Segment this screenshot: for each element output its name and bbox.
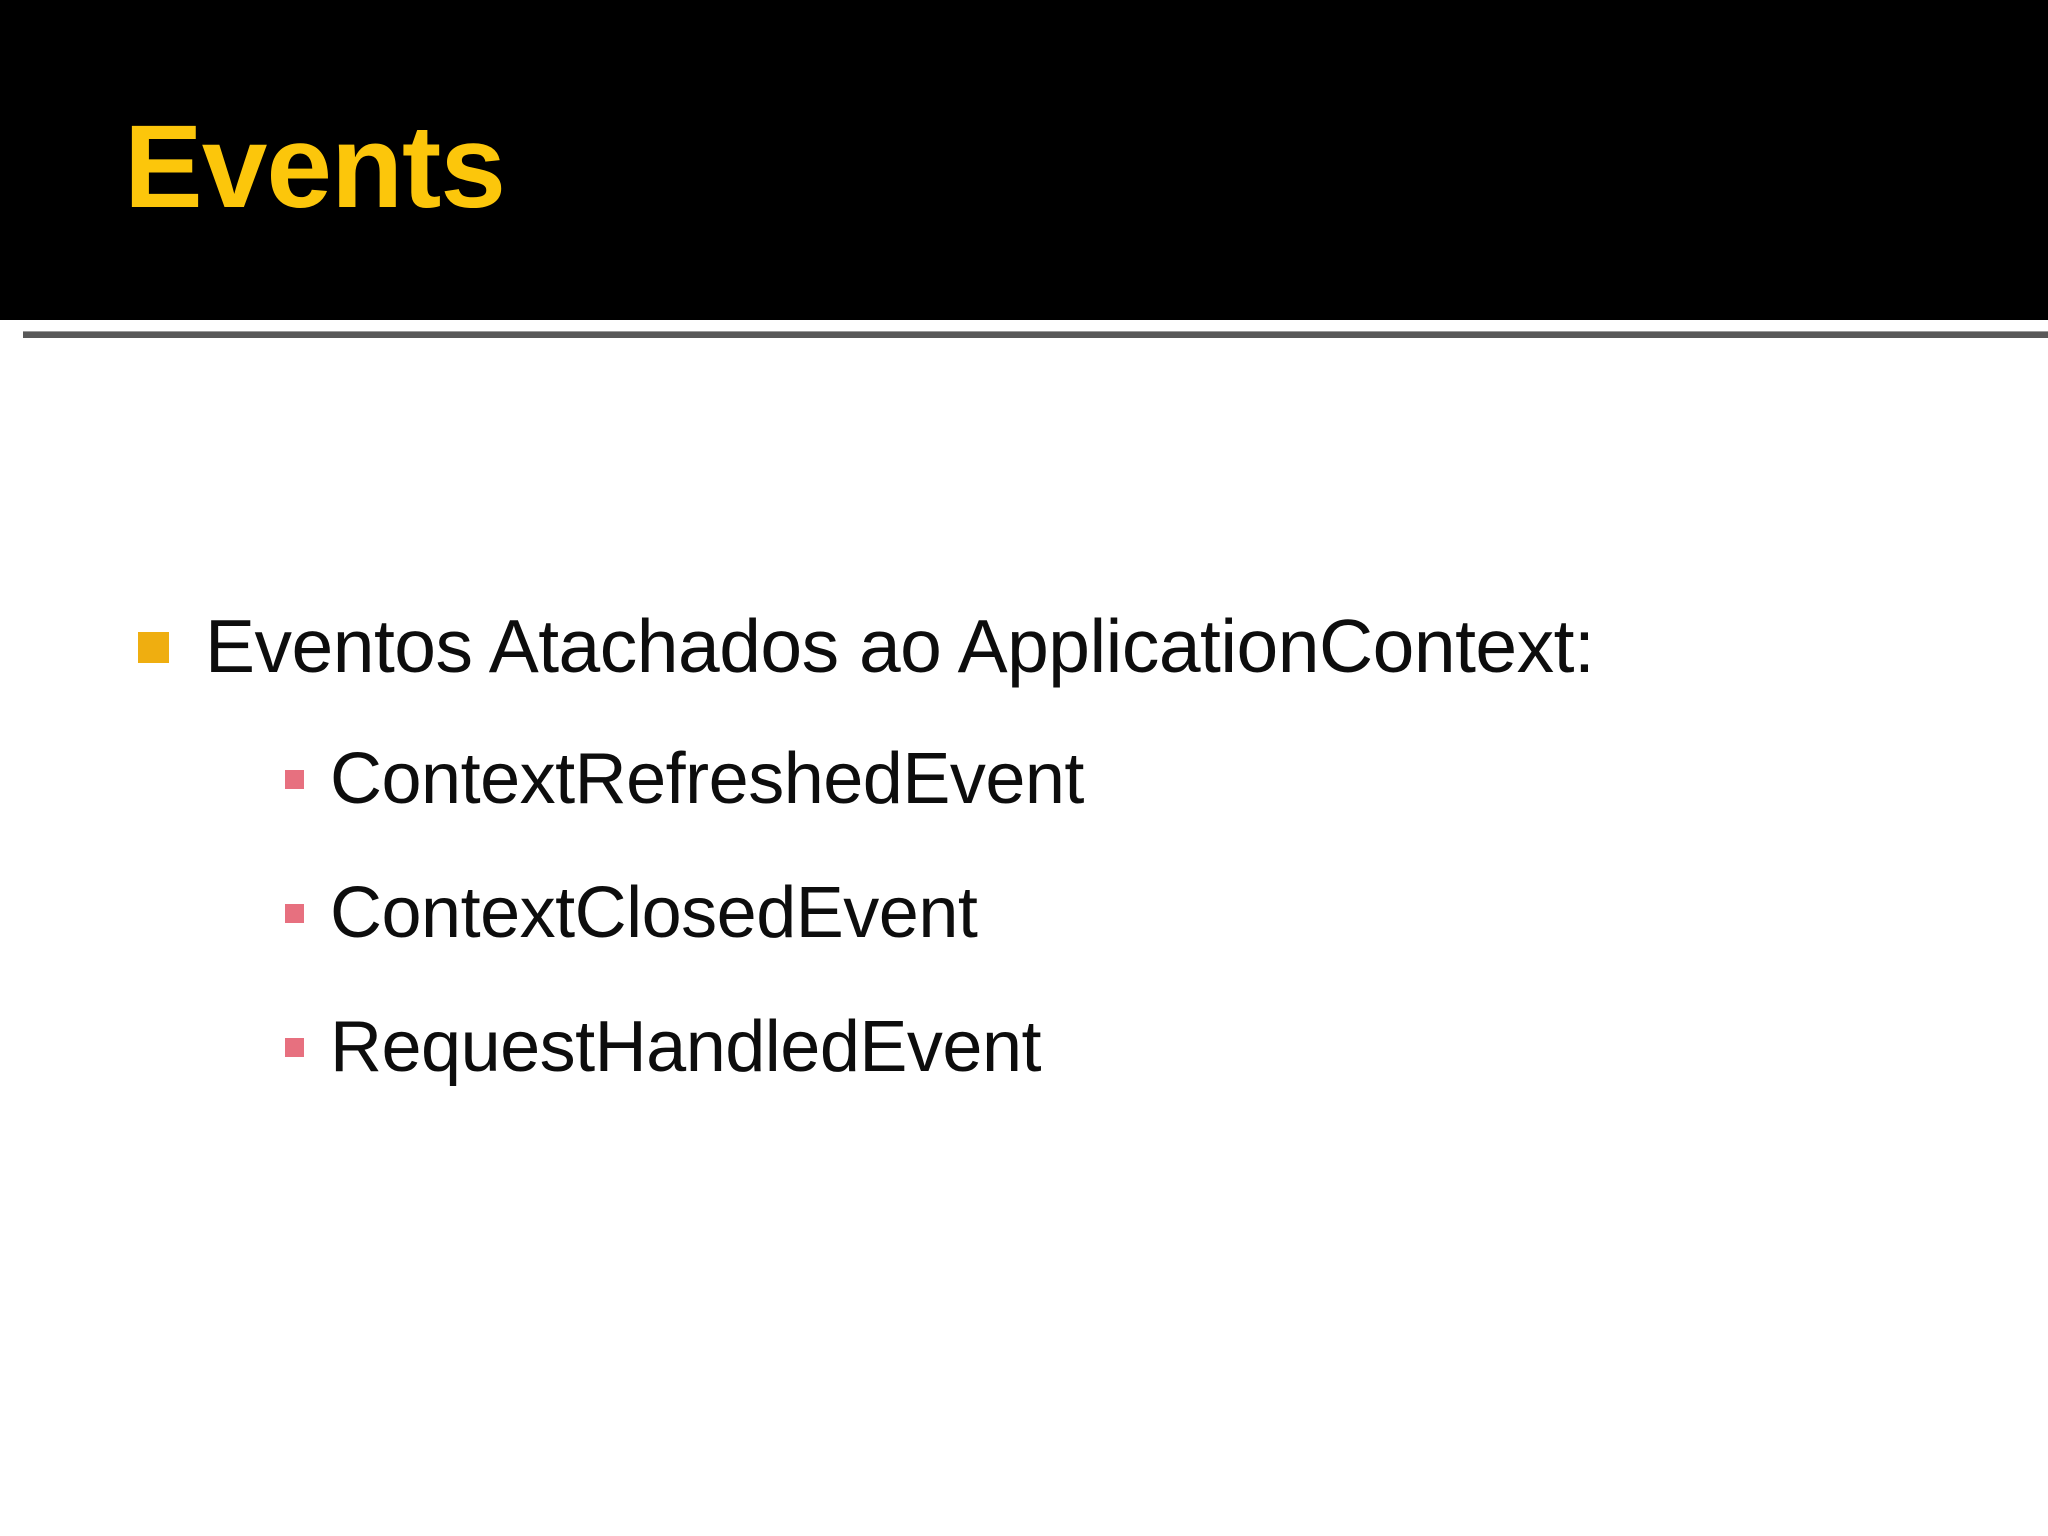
bullet-text: RequestHandledEvent: [330, 1007, 1042, 1087]
bullet-list-item-level2: ContextClosedEvent: [285, 873, 978, 954]
bullet-list-item-level2: ContextRefreshedEvent: [285, 739, 1084, 820]
bullet-text: ContextRefreshedEvent: [330, 739, 1084, 819]
bullet-text: ContextClosedEvent: [330, 873, 978, 953]
rose-square-bullet-icon: [285, 770, 304, 789]
orange-square-bullet-icon: [138, 632, 169, 663]
bullet-list-item-level1: Eventos Atachados ao ApplicationContext:: [138, 604, 1595, 688]
rose-square-bullet-icon: [285, 904, 304, 923]
title-divider-rule: [23, 331, 2048, 338]
bullet-text: Eventos Atachados ao ApplicationContext:: [205, 604, 1595, 688]
slide-body: Eventos Atachados ao ApplicationContext:…: [0, 340, 2048, 1536]
rose-square-bullet-icon: [285, 1038, 304, 1057]
slide-title: Events: [124, 101, 506, 233]
slide-header-band: [0, 0, 2048, 320]
bullet-list-item-level2: RequestHandledEvent: [285, 1007, 1042, 1088]
